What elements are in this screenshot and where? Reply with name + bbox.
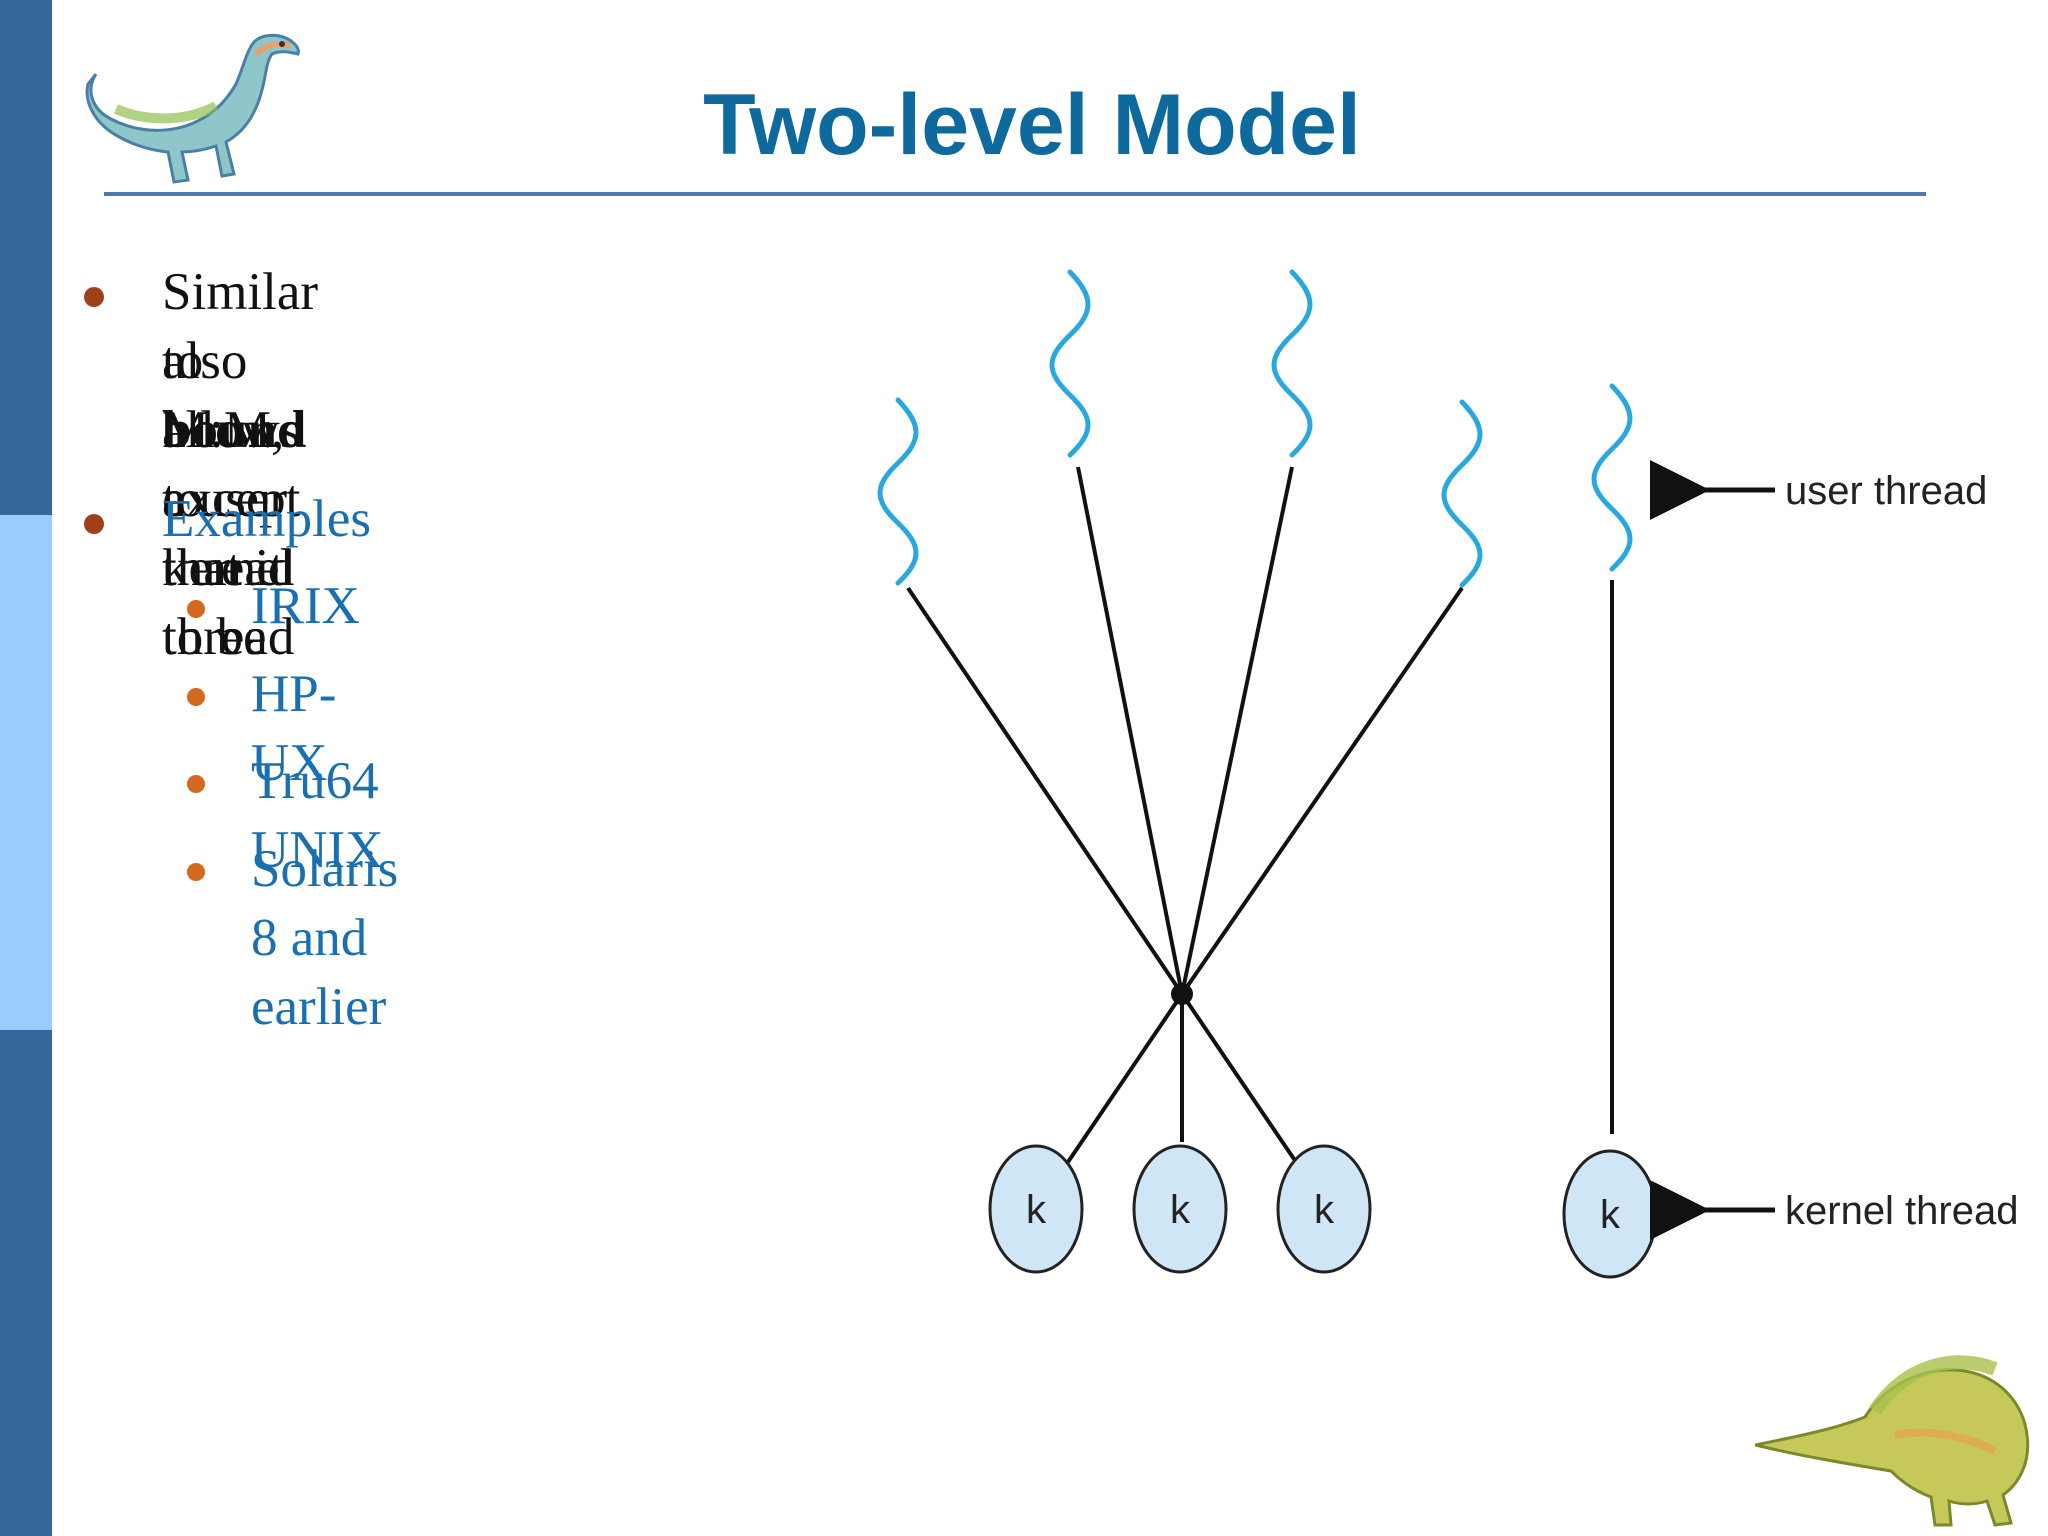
mapping-line [906, 586, 1184, 996]
example-item: HP-UX [251, 665, 337, 792]
kernel-thread-1: k [988, 1144, 1084, 1274]
kernel-node-label: k [1170, 1188, 1191, 1232]
bullet-dot [84, 287, 104, 307]
kernel-node-label: k [1314, 1188, 1335, 1232]
title-underline [104, 192, 1926, 196]
kernel-thread-bound: k [1562, 1149, 1658, 1279]
dinosaur-logo-icon [85, 33, 300, 184]
kernel-thread-2: k [1132, 1144, 1228, 1274]
user-thread-wave-2 [1049, 269, 1091, 458]
sub-bullet-dot [187, 600, 205, 618]
user-thread-wave-4 [1441, 399, 1483, 588]
bullet-line-3-rest: to kernel thread [162, 470, 295, 666]
kernel-thread-3: k [1276, 1144, 1372, 1274]
bullet-dot [84, 514, 104, 534]
kernel-thread-annotation: kernel thread [1650, 1180, 2018, 1240]
mapping-line [1180, 992, 1298, 1164]
kernel-node-label: k [1600, 1193, 1621, 1237]
sub-bullet-dot [187, 863, 205, 881]
bullet-line-2: also allows a user thread to be [162, 332, 301, 666]
user-thread-wave-5 [1591, 383, 1633, 572]
examples-label: Examples [162, 490, 371, 548]
sidebar-decoration [0, 0, 52, 1536]
user-thread-annotation: user thread [1650, 460, 1987, 520]
mapping-line [1180, 466, 1294, 995]
bound-keyword: bound [162, 401, 307, 459]
bullet-line-3: bound to kernel thread [162, 396, 306, 672]
kernel-thread-label: kernel thread [1785, 1189, 2018, 1233]
mapping-line [1076, 466, 1184, 995]
sidebar-highlight [0, 515, 52, 1030]
dinosaur-bottom-icon [1755, 1355, 2030, 1527]
example-item: IRIX [251, 577, 360, 635]
example-item: Solaris 8 and earlier [251, 840, 399, 1036]
kernel-node-label: k [1026, 1188, 1047, 1232]
sub-bullet-dot [187, 775, 205, 793]
mapping-line [1180, 586, 1464, 996]
slide-title: Two-level Model [703, 77, 1361, 173]
bullet-line-1: Similar to M:M, except that it [162, 263, 319, 597]
user-thread-wave-1 [877, 397, 919, 586]
sub-bullet-dot [187, 688, 205, 706]
example-item: Tru64 UNIX [251, 752, 384, 879]
mapping-line [1066, 992, 1184, 1164]
user-thread-label: user thread [1785, 469, 1987, 513]
multiplexer-node [1171, 983, 1193, 1005]
user-thread-wave-3 [1271, 269, 1313, 458]
